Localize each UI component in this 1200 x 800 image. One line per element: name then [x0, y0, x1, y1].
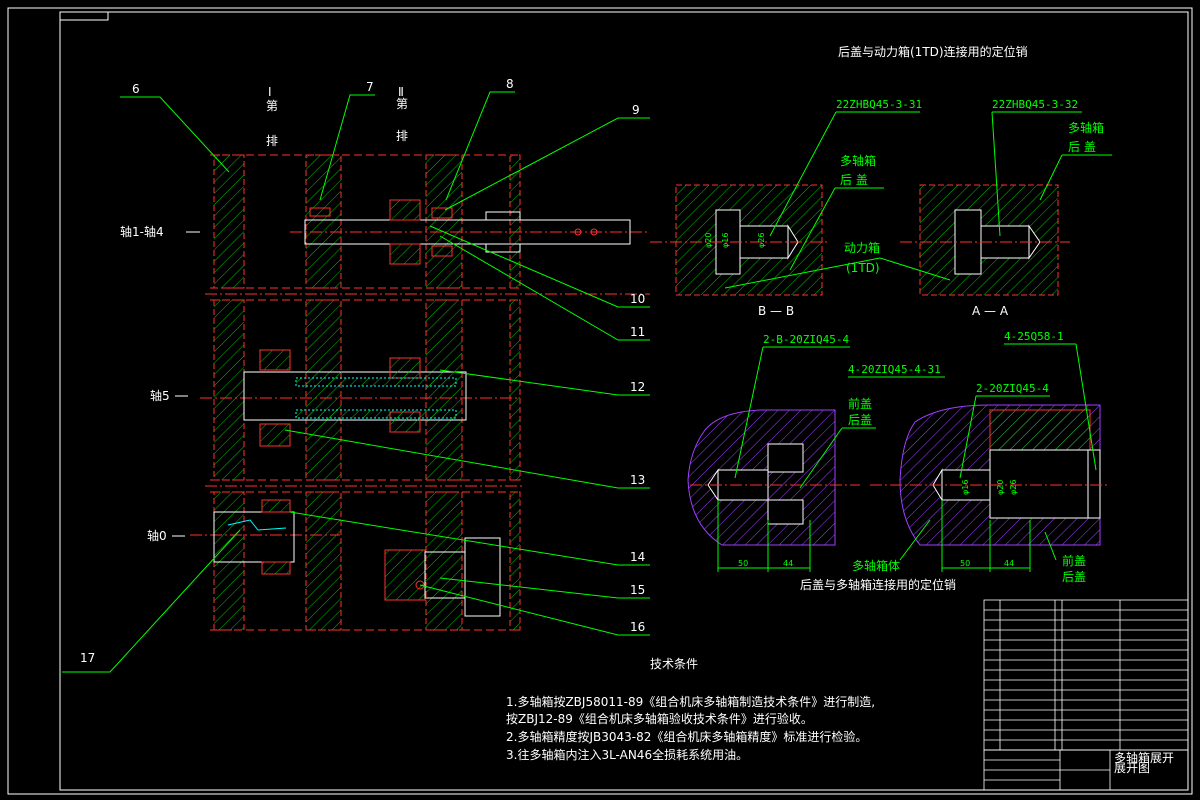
balloon-10: 10: [630, 292, 645, 306]
multi-box-rear2-b: 后 盖: [1068, 140, 1096, 154]
axis-label-1: 轴1-轴4: [120, 224, 164, 239]
section-bb-label: B — B: [758, 304, 794, 318]
row1-a: 第: [266, 99, 278, 113]
front-cover: 前盖: [848, 396, 872, 411]
axis-label-3: 轴0: [147, 528, 167, 543]
code-c2: 4-20ZIQ45-4-31: [848, 363, 941, 376]
dim-bb-26: φ20: [704, 233, 713, 248]
row1-num: Ⅰ: [268, 85, 272, 99]
balloon-16: 16: [630, 620, 645, 634]
power-box-b: (1TD): [846, 261, 880, 275]
dim-44-left: 44: [783, 559, 793, 568]
rear-cover: 后盖: [848, 413, 872, 427]
multi-box-rear2-a: 多轴箱: [1068, 120, 1104, 135]
power-box-a: 动力箱: [844, 240, 880, 255]
balloon-12: 12: [630, 380, 645, 394]
dim-bb-20: φ16: [721, 233, 730, 248]
outer-frame: [7, 7, 1193, 795]
balloon-15: 15: [630, 583, 645, 597]
dim-50-right: 50: [960, 559, 970, 568]
code-c4: 2-20ZIQ45-4: [976, 382, 1049, 395]
inner-frame: [59, 11, 1189, 791]
row2-b: 排: [396, 129, 408, 143]
section-aa: [900, 184, 1070, 296]
parts-list: [983, 599, 1189, 791]
multi-box-rear-b: 后 盖: [840, 173, 868, 187]
balloon-6: 6: [132, 82, 140, 96]
title-block-name-b: 展开图: [1114, 761, 1150, 775]
tech-line-2: 按ZBJ12-89《组合机床多轴箱验收技术条件》进行验收。: [506, 711, 813, 726]
balloon-8: 8: [506, 77, 514, 91]
balloon-14: 14: [630, 550, 645, 564]
bottom-title: 后盖与多轴箱连接用的定位销: [800, 577, 956, 592]
title-block-name-a: 多轴箱展开: [1114, 750, 1174, 765]
balloon-7: 7: [366, 80, 374, 94]
rear-cover2: 后盖: [1062, 570, 1086, 584]
row2-num: Ⅱ: [398, 85, 404, 99]
section-bb: φ20 φ16 φ26: [650, 184, 830, 296]
tech-line-1: 1.多轴箱按ZBJ58011-89《组合机床多轴箱制造技术条件》进行制造,: [506, 694, 875, 709]
dim-bb-16: φ26: [757, 233, 766, 248]
balloon-9: 9: [632, 103, 640, 117]
balloon-11: 11: [630, 325, 645, 339]
main-expanded-view: [190, 154, 650, 631]
dim-44-right: 44: [1004, 559, 1014, 568]
tech-heading: 技术条件: [650, 657, 698, 671]
row2-a: 第: [396, 97, 408, 111]
corner-box: [59, 11, 109, 21]
dim-r-20: φ20: [996, 480, 1005, 495]
balloon-13: 13: [630, 473, 645, 487]
multi-box-rear-a: 多轴箱: [840, 153, 876, 168]
tech-line-3: 2.多轴箱精度按JB3043-82《组合机床多轴箱精度》标准进行检验。: [506, 729, 867, 744]
code-b2: 22ZHBQ45-3-32: [992, 98, 1078, 111]
tech-line-4: 3.往多轴箱内注入3L-AN46全损耗系统用油。: [506, 747, 748, 762]
code-c1: 2-B-20ZIQ45-4: [763, 333, 849, 346]
code-c3: 4-25Q58-1: [1004, 330, 1064, 343]
dim-r-26: φ26: [1009, 480, 1018, 495]
dim-50-left: 50: [738, 559, 748, 568]
row1-b: 排: [266, 134, 278, 148]
balloon-17: 17: [80, 651, 95, 665]
axis-label-2: 轴5: [150, 388, 170, 403]
front-cover2: 前盖: [1062, 553, 1086, 568]
leader-lines: [62, 91, 650, 673]
multi-box-body: 多轴箱体: [852, 558, 900, 573]
dim-r-16: φ16: [961, 480, 970, 495]
section-aa-label: A — A: [972, 304, 1009, 318]
code-b1: 22ZHBQ45-3-31: [836, 98, 922, 111]
top-title: 后盖与动力箱(1TD)连接用的定位销: [838, 44, 1028, 59]
lower-right-section: φ16 φ20 φ26: [687, 404, 1110, 572]
